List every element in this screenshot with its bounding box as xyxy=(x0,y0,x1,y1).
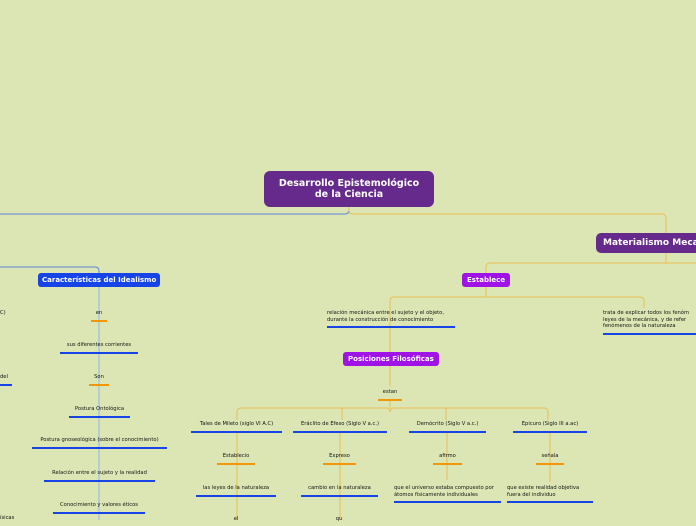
idealismo-valores-node[interactable]: Conocimiento y valores éticos xyxy=(53,502,145,514)
tales-de-mileto-node[interactable]: Tales de Mileto (siglo VI A.C) xyxy=(191,421,282,433)
tales-more-node[interactable]: el xyxy=(233,516,239,522)
edge-mat-establece xyxy=(485,253,667,273)
caracteristicas-idealismo-node[interactable]: Características del Idealismo xyxy=(38,273,161,287)
democrito-text-node[interactable]: que el universo estaba compuesto por áto… xyxy=(394,485,501,503)
democrito-node[interactable]: Demócrito (Siglo V a.c.) xyxy=(409,421,486,433)
idealismo-son-node[interactable]: Son xyxy=(89,374,109,386)
edge-estan-philosophers xyxy=(236,400,549,420)
edge-central-left xyxy=(0,207,350,215)
edge-left-idealismo xyxy=(0,266,100,273)
democrito-verb-node[interactable]: afirmo xyxy=(433,453,462,465)
idealismo-ontologica-node[interactable]: Postura Ontológica xyxy=(69,406,130,418)
cut-node-2[interactable]: del xyxy=(0,374,12,386)
eraclito-text-node[interactable]: cambio en la naturaleza xyxy=(301,485,378,497)
cut-node-1[interactable]: C) xyxy=(0,310,6,316)
idealismo-corrientes-node[interactable]: sus diferentes corrientes xyxy=(60,342,138,354)
materialismo-mecanicista-node[interactable]: Materialismo Meca xyxy=(596,233,696,253)
eraclito-more-node[interactable]: qu xyxy=(335,516,343,522)
idealismo-relacion-node[interactable]: Relación entre el sujeto y la realidad xyxy=(44,470,155,482)
posiciones-filosoficas-node[interactable]: Posiciones Filosóficas xyxy=(343,352,439,366)
estan-node[interactable]: estan xyxy=(378,389,402,401)
relacion-mecanica-node[interactable]: relación mecánica entre el sujeto y el o… xyxy=(327,310,455,328)
trata-explicar-node[interactable]: trata de explicar todos los fenóm leyes … xyxy=(603,310,696,335)
idealismo-en-node[interactable]: en xyxy=(91,310,107,322)
cut-node-3[interactable]: ísicas xyxy=(0,515,15,521)
edge-establece-children xyxy=(389,287,487,352)
establece-node[interactable]: Establece xyxy=(462,273,511,287)
epicuro-node[interactable]: Epicuro (Siglo III a.ac) xyxy=(513,421,587,433)
eraclito-verb-node[interactable]: Expreso xyxy=(323,453,356,465)
tales-verb-node[interactable]: Establecio xyxy=(217,453,255,465)
idealismo-gnoseologica-node[interactable]: Postura gnoseológica (sobre el conocimie… xyxy=(32,437,167,449)
edge-central-materialismo xyxy=(348,207,667,233)
epicuro-verb-node[interactable]: señala xyxy=(536,453,564,465)
tales-text-node[interactable]: las leyes de la naturaleza xyxy=(196,485,276,497)
epicuro-text-node[interactable]: que existe realidad objetiva fuera del i… xyxy=(507,485,593,503)
eraclito-node[interactable]: Eráclito de Efeso (Siglo V a.c.) xyxy=(293,421,387,433)
edge-establece-trata xyxy=(486,296,645,308)
central-topic[interactable]: Desarrollo Epistemológico de la Ciencia xyxy=(264,171,434,207)
